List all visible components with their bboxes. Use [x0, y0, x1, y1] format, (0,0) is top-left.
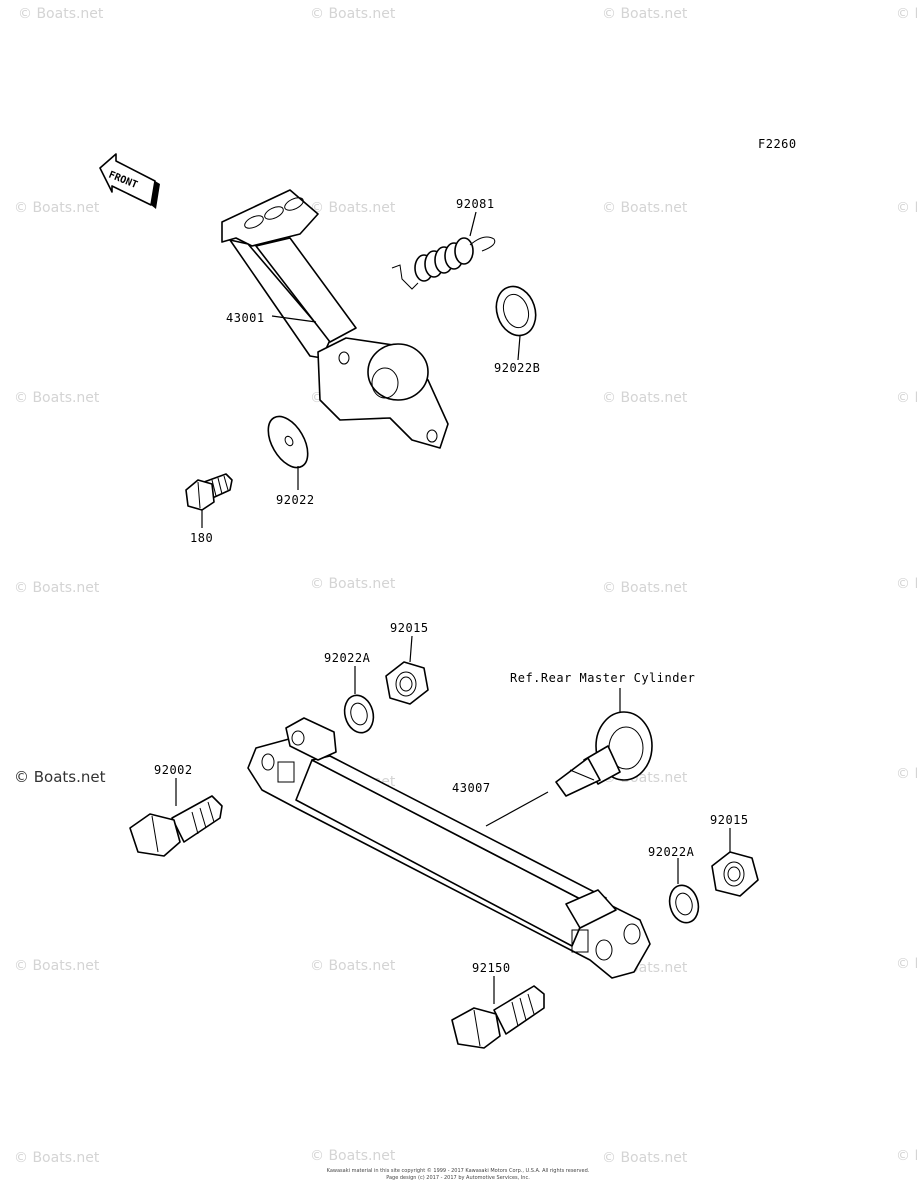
brake-pedal-43001 [221, 189, 449, 449]
label-43007: 43007 [452, 781, 491, 795]
label-92002: 92002 [154, 763, 193, 777]
washer-92022 [267, 415, 309, 469]
watermark: © Boats.net [310, 576, 396, 592]
watermark: © Boats.net [896, 766, 917, 782]
watermark: © Boats.net [602, 6, 688, 22]
watermark: © Boats.net [14, 580, 100, 596]
watermark: © Boats.net [18, 6, 104, 22]
watermark: © Boats.net [602, 580, 688, 596]
bolt-92150 [451, 985, 545, 1049]
front-arrow-icon: FRONT [99, 153, 160, 209]
washer-92022A-right [668, 884, 700, 924]
label-92022A-right: 92022A [648, 845, 695, 859]
label-92015-right: 92015 [710, 813, 749, 827]
label-92022: 92022 [276, 493, 315, 507]
label-92022A-top: 92022A [324, 651, 371, 665]
watermark: © Boats.net [602, 200, 688, 216]
copyright-line-2: Page design (c) 2017 - 2017 by Automotiv… [386, 1175, 530, 1181]
ref-rear-master-cylinder: Ref.Rear Master Cylinder [510, 671, 695, 685]
watermark: © Boats.net [896, 576, 917, 592]
copyright-line-1: Kawasaki material in this site copyright… [327, 1167, 590, 1174]
washer-92022B [495, 285, 537, 337]
label-180: 180 [190, 531, 213, 545]
watermark: © Boats.net [310, 958, 396, 974]
watermark: © Boats.net [14, 200, 100, 216]
label-92150: 92150 [472, 961, 511, 975]
bolt-180 [185, 473, 233, 511]
watermark: © Boats.net [896, 1148, 917, 1164]
diagram-code: F2260 [758, 137, 797, 151]
label-43001: 43001 [226, 311, 265, 325]
nut-92015-right [711, 851, 759, 897]
label-92022B: 92022B [494, 361, 540, 375]
watermark: © Boats.net [310, 1148, 396, 1164]
washer-92022A-top [343, 694, 375, 734]
watermark: © Boats.net [14, 1150, 100, 1166]
watermark: © Boats.net [310, 6, 396, 22]
watermark: © Boats.net [896, 200, 917, 216]
watermark: © Boats.net [896, 390, 917, 406]
watermark-strong: © Boats.net [14, 768, 106, 786]
master-cylinder-clevis [555, 711, 653, 797]
watermark: © Boats.net [14, 958, 100, 974]
watermark: © Boats.net [896, 6, 917, 22]
watermark: © Boats.net [602, 390, 688, 406]
watermark: © Boats.net [896, 956, 917, 972]
label-92081: 92081 [456, 197, 495, 211]
watermark: © Boats.net [602, 1150, 688, 1166]
spring-92081 [391, 236, 496, 290]
bolt-92002 [129, 795, 223, 857]
nut-92015-top [385, 661, 429, 705]
brake-rod-43007 [247, 717, 651, 979]
watermark: © Boats.net [14, 390, 100, 406]
watermark: © Boats.net [310, 200, 396, 216]
label-92015-top: 92015 [390, 621, 429, 635]
